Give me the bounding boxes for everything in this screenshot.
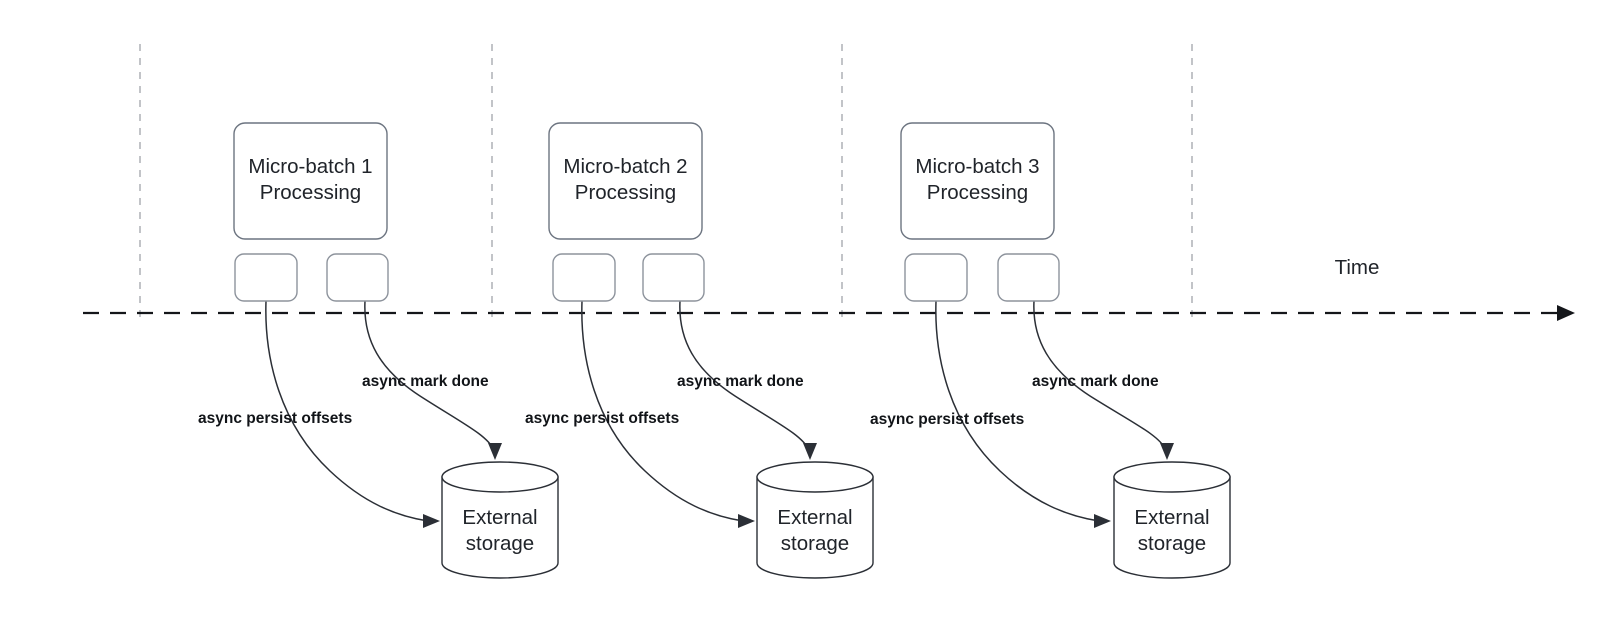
micro-batch-1-async-persist-offsets-edge [265, 300, 429, 522]
cylinder-body [441, 476, 559, 579]
micro-batch-1-label-line2: Processing [260, 181, 361, 204]
cylinder-top [1113, 461, 1231, 493]
micro-batch-3-async-mark-done-edge-arrow-icon [1160, 443, 1174, 460]
micro-batch-1-label-line1: Micro-batch 1 [248, 155, 372, 178]
storage-label-line1: External [1134, 506, 1209, 529]
micro-batch-2-async-persist-offsets-edge-label: async persist offsets [525, 410, 679, 427]
micro-batch-2-async-persist-offsets-edge [581, 300, 744, 522]
cylinder-top [441, 461, 559, 493]
micro-batch-2-persist-offsets-task[interactable] [552, 253, 616, 302]
micro-batch-2-label-line2: Processing [575, 181, 676, 204]
micro-batch-1-async-mark-done-edge-label: async mark done [362, 373, 489, 390]
async-edges [265, 300, 1174, 528]
cylinder-top [756, 461, 874, 493]
micro-batch-2-box[interactable] [548, 122, 703, 240]
micro-batch-2-async-mark-done-edge [679, 300, 810, 451]
micro-batch-3-external-storage[interactable]: External storage [1113, 461, 1231, 579]
micro-batch-2-async-mark-done-edge-arrow-icon [803, 443, 817, 460]
micro-batch-1-external-storage[interactable]: External storage [441, 461, 559, 579]
micro-batch-3-label-line2: Processing [927, 181, 1028, 204]
micro-batch-3-async-persist-offsets-edge-label: async persist offsets [870, 411, 1024, 428]
cylinder-body [1113, 476, 1231, 579]
micro-batch-3-persist-offsets-task[interactable] [904, 253, 968, 302]
micro-batch-3-box[interactable] [900, 122, 1055, 240]
micro-batch-3-async-persist-offsets-edge-arrow-icon [1094, 514, 1111, 528]
storage-label-line1: External [462, 506, 537, 529]
time-axis-label: Time [1335, 256, 1380, 279]
time-axis-arrow-icon [1557, 305, 1575, 321]
micro-batch-1-box[interactable] [233, 122, 388, 240]
micro-batch-3-async-mark-done-edge [1033, 300, 1167, 451]
micro-batch-3-label-line1: Micro-batch 3 [915, 155, 1039, 178]
micro-batch-2-async-mark-done-edge-label: async mark done [677, 373, 804, 390]
time-axis: Time [83, 256, 1575, 321]
micro-batch-1-mark-done-task[interactable] [326, 253, 389, 302]
micro-batch-1-persist-offsets-task[interactable] [234, 253, 298, 302]
micro-batch-2-external-storage[interactable]: External storage [756, 461, 874, 579]
storage-label-line2: storage [1138, 532, 1206, 555]
micro-batch-2-mark-done-task[interactable] [642, 253, 705, 302]
micro-batch-3-mark-done-task[interactable] [997, 253, 1060, 302]
micro-batch-1-async-persist-offsets-edge-label: async persist offsets [198, 410, 352, 427]
storage-label-line1: External [777, 506, 852, 529]
micro-batch-1-async-mark-done-edge-arrow-icon [488, 443, 502, 460]
micro-batch-3-async-persist-offsets-edge [935, 300, 1100, 522]
micro-batch-3-async-mark-done-edge-label: async mark done [1032, 373, 1159, 390]
storage-label-line2: storage [781, 532, 849, 555]
micro-batch-2-async-persist-offsets-edge-arrow-icon [738, 514, 755, 528]
micro-batch-2-label-line1: Micro-batch 2 [563, 155, 687, 178]
micro-batch-1-async-persist-offsets-edge-arrow-icon [423, 514, 440, 528]
edge-labels: async persist offsets async mark done asyn… [198, 373, 1159, 428]
micro-batch-1-async-mark-done-edge [364, 300, 495, 451]
storage-label-line2: storage [466, 532, 534, 555]
batch-boundary-lines [139, 44, 1193, 323]
cylinder-body [756, 476, 874, 579]
